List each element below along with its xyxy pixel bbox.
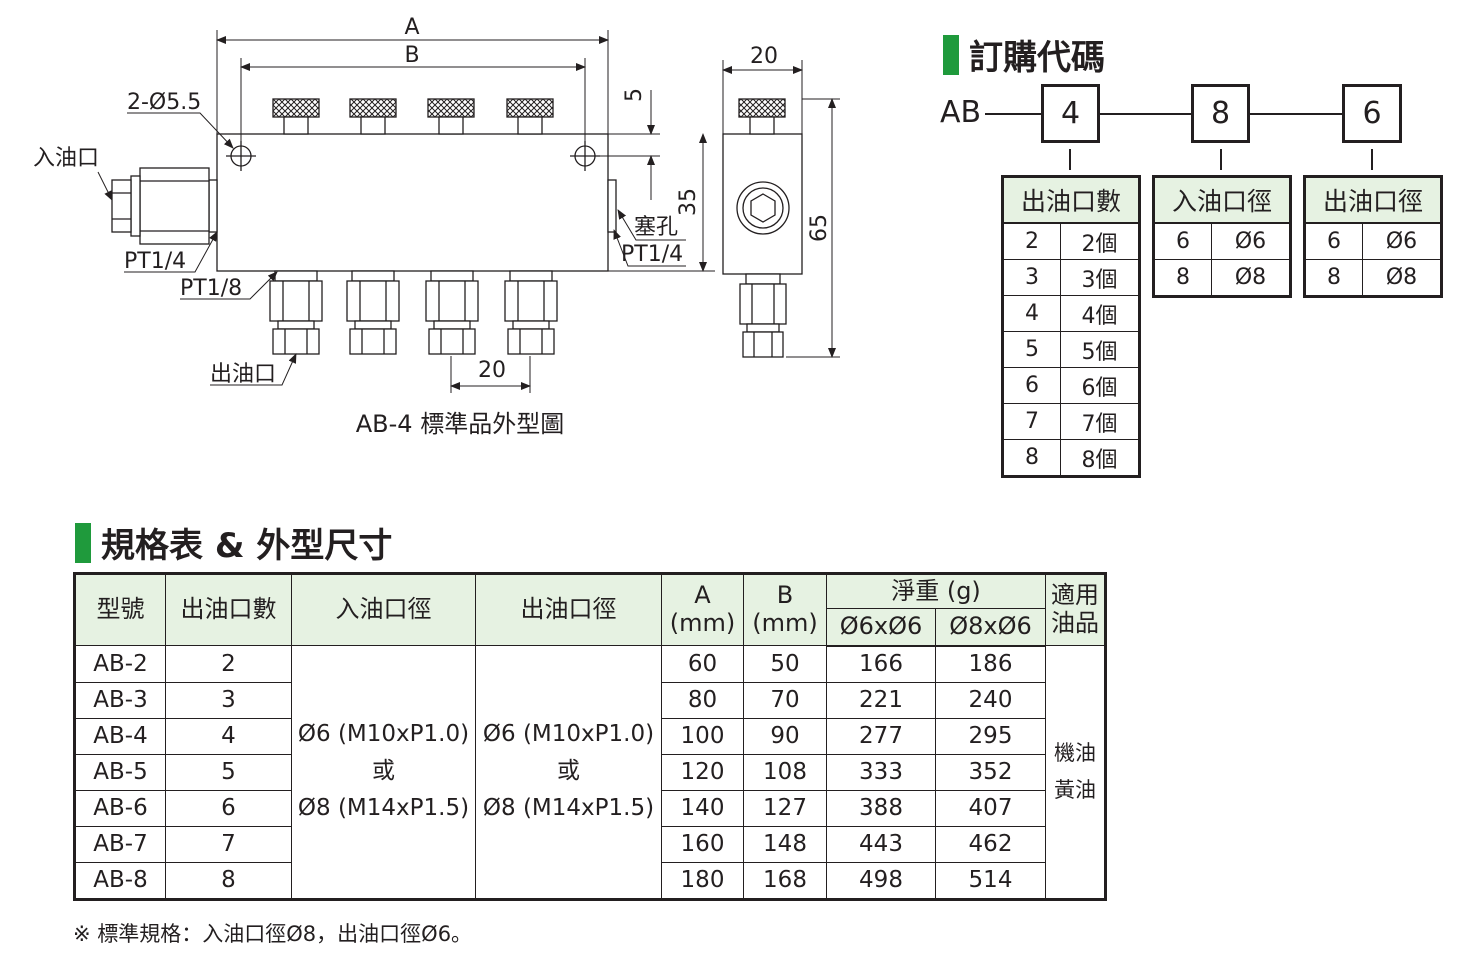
spec-title: 規格表 & 外型尺寸 — [101, 526, 393, 566]
order-code-title: 訂購代碼 — [969, 38, 1105, 78]
code-box-outlet-count: 4 — [1041, 84, 1100, 143]
outlet-label: 出油口 — [210, 362, 276, 387]
connector-line — [1100, 113, 1192, 115]
header-outlets: 出油口數 — [165, 573, 292, 646]
dim-a-label: A — [404, 15, 419, 40]
dim-35-label: 35 — [676, 188, 701, 216]
footnote: ※ 標準規格：入油口徑Ø8，出油口徑Ø6。 — [73, 922, 473, 946]
drawing-caption: AB-4 標準品外型圖 — [356, 410, 564, 438]
header-weight-6: Ø6xØ6 — [826, 608, 936, 647]
code-drop-line — [1220, 149, 1222, 170]
oil-type-cell: 機油黃油 — [1045, 645, 1106, 900]
plug-thread-label: PT1/4 — [621, 242, 683, 267]
outlet-count-header: 出油口數 — [1002, 176, 1140, 224]
dim-side-width-label: 20 — [750, 44, 778, 69]
spec-table: 型號 出油口數 入油口徑 出油口徑 A(mm) B(mm) 淨重 (g) 適用油… — [73, 572, 1107, 901]
header-inlet: 入油口徑 — [291, 573, 476, 646]
header-outlet: 出油口徑 — [475, 573, 662, 646]
mount-holes-label: 2-Ø5.5 — [127, 90, 201, 115]
inlet-label: 入油口 — [33, 146, 99, 171]
header-suitable-oil: 適用油品 — [1045, 573, 1106, 646]
plug-label: 塞孔 — [634, 215, 678, 240]
connector-line — [985, 113, 1043, 115]
code-drop-line — [1069, 149, 1071, 170]
inlet-dia-header: 入油口徑 — [1153, 176, 1291, 224]
inlet-thread-label: PT1/4 — [124, 249, 186, 274]
header-b: B(mm) — [743, 573, 827, 646]
code-box-outlet-dia: 6 — [1342, 84, 1402, 143]
header-weight-8: Ø8xØ6 — [935, 608, 1046, 647]
header-model: 型號 — [74, 573, 166, 646]
code-box-inlet-dia: 8 — [1191, 84, 1250, 143]
dim-b-label: B — [404, 43, 419, 68]
order-code-heading: 訂購代碼 — [943, 30, 1105, 79]
code-prefix: AB — [940, 95, 982, 130]
technical-drawing: A B 20 2-Ø5.5 入油口 PT1/4 PT1/8 出油口 塞孔 PT1… — [33, 15, 840, 438]
header-weight: 淨重 (g) — [826, 573, 1046, 609]
dim-5-label: 5 — [622, 88, 647, 102]
outlet-dia-header: 出油口徑 — [1304, 176, 1442, 224]
connector-line — [1250, 113, 1343, 115]
header-a: A(mm) — [661, 573, 744, 646]
code-drop-line — [1371, 149, 1373, 170]
outlet-thread-label: PT1/8 — [180, 276, 242, 301]
spec-heading: 規格表 & 外型尺寸 — [75, 518, 392, 567]
dim-65-label: 65 — [807, 214, 832, 242]
dim-pitch-label: 20 — [478, 358, 506, 383]
